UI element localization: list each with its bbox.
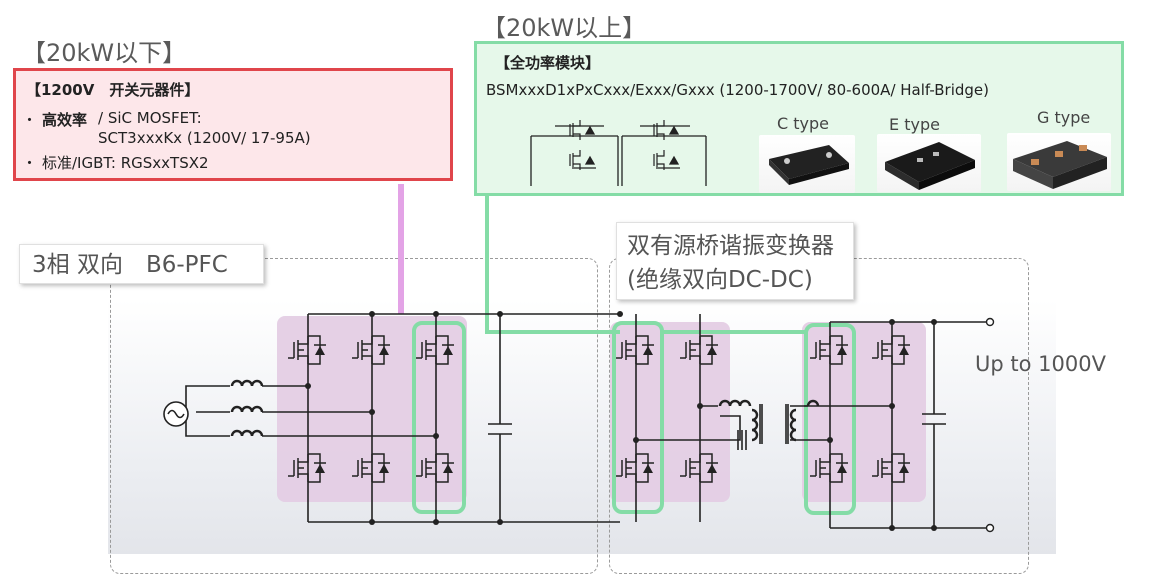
module-mosfet-symbol — [653, 120, 680, 140]
pfc-section-label: 3相 双向 B6-PFC — [19, 244, 264, 284]
pfc-leg-highlight — [412, 321, 466, 514]
dab-title: 双有源桥谐振变换器 — [627, 233, 834, 259]
pink-connector — [398, 184, 404, 314]
heading-above-20kw: 【20kW以上】 — [482, 14, 647, 42]
mosfet-symbol — [616, 453, 654, 483]
module-g-type-label: G type — [1037, 108, 1091, 127]
mosfet-symbol — [872, 335, 910, 365]
module-g-type-image — [1007, 133, 1111, 191]
dab-primary-leg-highlight — [612, 321, 664, 514]
mosfet-symbol — [288, 335, 326, 365]
mosfet-symbol — [352, 335, 390, 365]
dab-section-label: 双有源桥谐振变换器 (绝缘双向DC-DC) — [616, 222, 854, 300]
output-terminal-negative — [985, 523, 995, 533]
output-terminal-positive — [985, 317, 995, 327]
sic-mosfet-label: / SiC MOSFET: — [98, 109, 202, 127]
mosfet-symbol — [352, 453, 390, 483]
output-voltage-label: Up to 1000V — [975, 352, 1106, 376]
igbt-part-number: 标准/IGBT: RGSxxTSX2 — [42, 154, 209, 172]
mosfet-symbol — [616, 335, 654, 365]
input-inductors — [230, 379, 820, 442]
switch-devices-box: 【1200V 开关元器件】 ・ 高效率 / SiC MOSFET: SCT3xx… — [13, 68, 453, 181]
bullet-1: ・ — [22, 111, 38, 129]
module-e-type-image — [877, 134, 981, 192]
module-mosfet-symbol — [653, 150, 680, 170]
pfc-section-text: 3相 双向 B6-PFC — [32, 252, 228, 278]
switch-devices-title: 【1200V 开关元器件】 — [26, 81, 200, 99]
power-module-title: 【全功率模块】 — [495, 54, 601, 72]
module-mosfet-symbol — [569, 120, 596, 140]
bullet-2: ・ — [22, 154, 38, 172]
power-module-box: 【全功率模块】 BSMxxxD1xPxCxxx/Exxx/Gxxx (1200-… — [474, 41, 1124, 196]
mosfet-symbol — [872, 453, 910, 483]
module-e-type-label: E type — [889, 115, 940, 134]
heading-below-20kw: 【20kW以下】 — [22, 39, 187, 67]
module-c-type-label: C type — [777, 114, 829, 133]
module-mosfet-symbol — [569, 150, 596, 170]
mosfet-symbol — [680, 453, 718, 483]
mosfet-symbol — [810, 335, 848, 365]
module-part-number: BSMxxxD1xPxCxxx/Exxx/Gxxx (1200-1700V/ 8… — [486, 81, 989, 99]
module-schematic-icon — [530, 120, 707, 186]
mosfet-symbol — [680, 335, 718, 365]
high-efficiency-label: 高效率 — [42, 111, 88, 129]
green-connector — [485, 196, 620, 334]
mosfet-symbol — [288, 453, 326, 483]
mosfet-switches — [288, 335, 910, 483]
mosfet-symbol — [416, 453, 454, 483]
module-c-type-image — [759, 135, 855, 193]
mosfet-symbol — [416, 335, 454, 365]
pfc-section-outline — [110, 258, 598, 574]
sct-part-number: SCT3xxxKx (1200V/ 17-95A) — [98, 129, 311, 147]
junction-dots — [305, 311, 937, 531]
mosfet-symbol — [810, 453, 848, 483]
dab-subtitle: (绝缘双向DC-DC) — [627, 267, 813, 293]
